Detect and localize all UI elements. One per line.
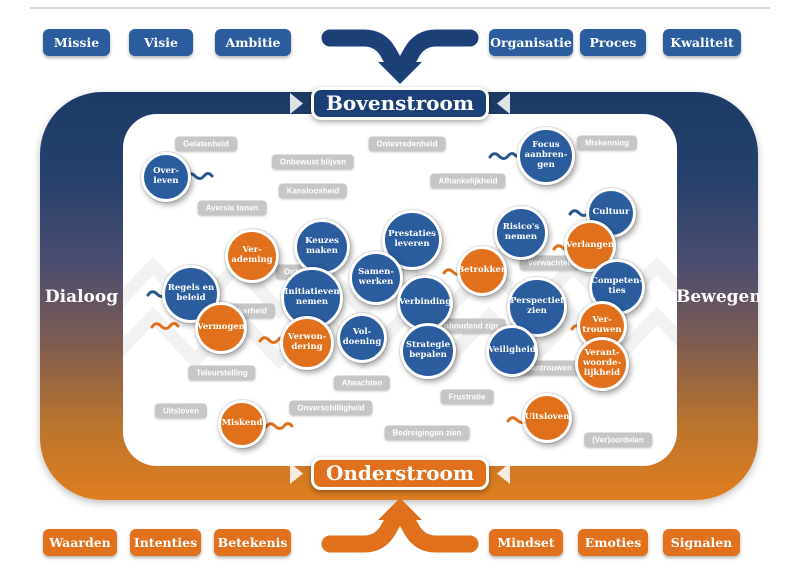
upper-stream-button: Missie — [43, 29, 110, 56]
upper-stream-button: Visie — [129, 29, 193, 56]
top-divider — [30, 7, 770, 9]
onderstroom-banner: Onderstroom — [311, 457, 489, 490]
top-funnel-arrow-icon — [321, 29, 479, 84]
upper-stream-button: Ambitie — [215, 29, 291, 56]
lower-stream-button: Signalen — [663, 529, 740, 556]
inner-panel — [123, 114, 677, 466]
left-frame-label: Dialoog — [44, 287, 119, 307]
lower-stream-button: Mindset — [489, 529, 563, 556]
zigzag-pattern — [123, 256, 677, 370]
upper-stream-button: Organisatie — [489, 29, 573, 56]
upper-stream-button: Proces — [580, 29, 646, 56]
lower-stream-button: Waarden — [43, 529, 117, 556]
bottom-funnel-arrow-icon — [321, 498, 479, 553]
lower-stream-button: Intenties — [130, 529, 201, 556]
lower-stream-button: Betekenis — [214, 529, 291, 556]
upper-stream-button: Kwaliteit — [663, 29, 741, 56]
bovenstroom-banner: Bovenstroom — [311, 87, 489, 120]
right-frame-label: Bewegen — [676, 287, 762, 307]
lower-stream-button: Emoties — [578, 529, 648, 556]
